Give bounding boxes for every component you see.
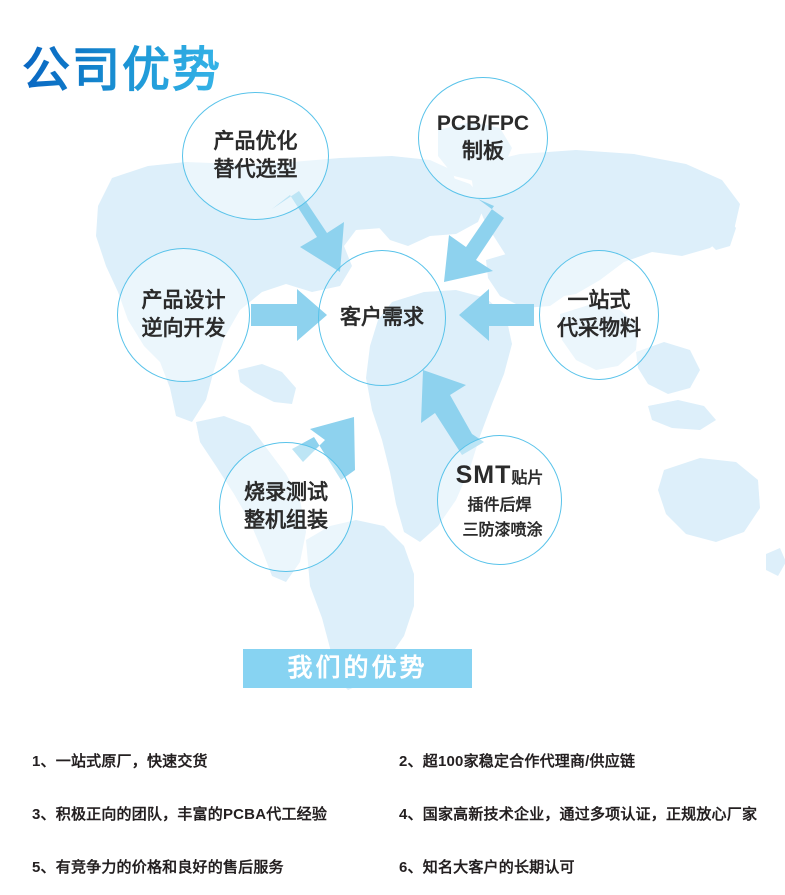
arrow-onestop-to-center — [459, 289, 534, 341]
node-pcb-fpc[interactable]: PCB/FPC 制板 — [418, 77, 548, 199]
node-label-line: PCB/FPC — [436, 111, 530, 135]
smt-acronym: SMT — [455, 460, 512, 489]
advantages-banner-label: 我们的优势 — [287, 654, 428, 682]
arrow-design-to-center — [251, 289, 327, 341]
node-label-line: 逆向开发 — [141, 317, 226, 340]
node-label-line: 三防漆喷涂 — [462, 521, 543, 539]
advantage-item: 2、超100家稳定合作代理商/供应链 — [399, 753, 636, 770]
node-burn-test-assembly[interactable]: 烧录测试 整机组装 — [219, 442, 353, 572]
advantage-list: 1、一站式原厂，快速交货 2、超100家稳定合作代理商/供应链 3、积极正向的团… — [0, 734, 785, 893]
node-one-stop-sourcing[interactable]: 一站式 代采物料 — [539, 250, 659, 380]
advantage-item: 5、有竞争力的价格和良好的售后服务 — [32, 859, 284, 876]
smt-suffix: 贴片 — [511, 469, 544, 487]
advantage-item: 3、积极正向的团队，丰富的PCBA代工经验 — [32, 806, 328, 823]
advantage-flow-diagram: 产品优化 替代选型 PCB/FPC 制板 产品设计 逆向开发 客户需求 一站式 … — [0, 70, 785, 690]
node-label-line: 替代选型 — [213, 158, 298, 181]
node-label-line: 整机组装 — [244, 509, 328, 532]
node-label-line: 产品设计 — [141, 288, 226, 312]
node-label-line: 烧录测试 — [244, 480, 328, 504]
node-label-line: 一站式 — [567, 288, 631, 312]
node-product-design[interactable]: 产品设计 逆向开发 — [117, 248, 250, 382]
node-customer-need[interactable]: 客户需求 — [318, 250, 446, 386]
advantage-item: 4、国家高新技术企业，通过多项认证，正规放心厂家 — [399, 806, 758, 823]
advantage-item: 6、知名大客户的长期认可 — [399, 859, 575, 876]
node-label-line: 制板 — [462, 140, 504, 163]
page-title: 公司优势 — [22, 40, 222, 102]
arrow-pcb-to-center — [444, 199, 504, 282]
node-label-line: 插件后焊 — [467, 497, 532, 515]
node-label-line: 产品优化 — [213, 129, 298, 153]
node-label-line: 客户需求 — [340, 305, 424, 329]
advantages-banner: 我们的优势 — [243, 649, 472, 688]
node-label-line: 代采物料 — [557, 317, 641, 340]
node-product-optimization[interactable]: 产品优化 替代选型 — [182, 92, 329, 220]
advantage-item: 1、一站式原厂，快速交货 — [32, 753, 208, 770]
